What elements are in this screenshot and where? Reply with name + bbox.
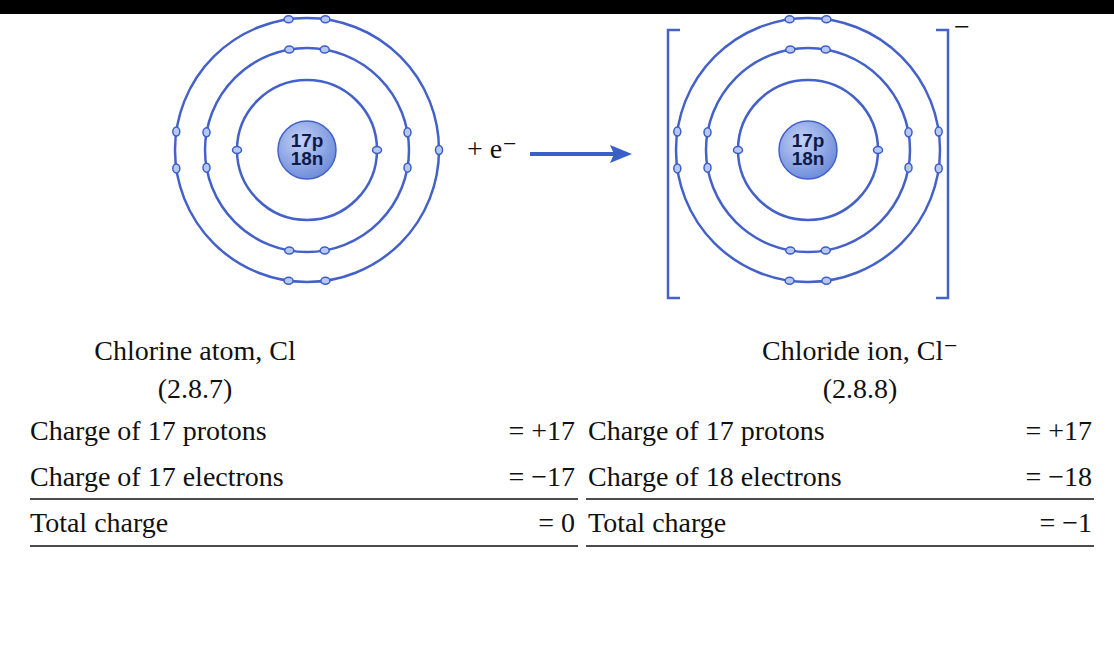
table-cell: Total charge [30, 508, 168, 539]
nucleus-text: 17p 18n [786, 132, 830, 168]
top-bar [0, 0, 1114, 14]
table-value: = −17 [508, 462, 575, 493]
electron-label: + e⁻ [467, 134, 517, 165]
table-cell: Charge of 17 protons [588, 416, 825, 447]
table-rules [30, 499, 1094, 546]
ion-charge: − [954, 12, 970, 43]
atom-title: Chlorine atom, Cl [94, 336, 295, 367]
reaction-arrow [530, 145, 632, 163]
nucleus-text: 17p 18n [285, 132, 329, 168]
electron-shells [175, 18, 940, 282]
table-value: = +17 [508, 416, 575, 447]
table-value: = −1 [1039, 508, 1092, 539]
nucleus: 17p 18n [778, 120, 838, 180]
table-cell: Charge of 17 protons [30, 416, 267, 447]
electron-configuration: (2.8.8) [823, 374, 898, 405]
table-value: = 0 [538, 508, 575, 539]
table-cell: Charge of 18 electrons [588, 462, 842, 493]
electrons [173, 16, 942, 284]
nucleus: 17p 18n [277, 120, 337, 180]
ion-bracket [668, 30, 948, 298]
table-value: = −18 [1025, 462, 1092, 493]
table-cell: Charge of 17 electrons [30, 462, 284, 493]
table-cell: Total charge [588, 508, 726, 539]
table-value: = +17 [1025, 416, 1092, 447]
ion-title: Chloride ion, Cl⁻ [762, 336, 958, 367]
electron-configuration: (2.8.7) [158, 374, 233, 405]
